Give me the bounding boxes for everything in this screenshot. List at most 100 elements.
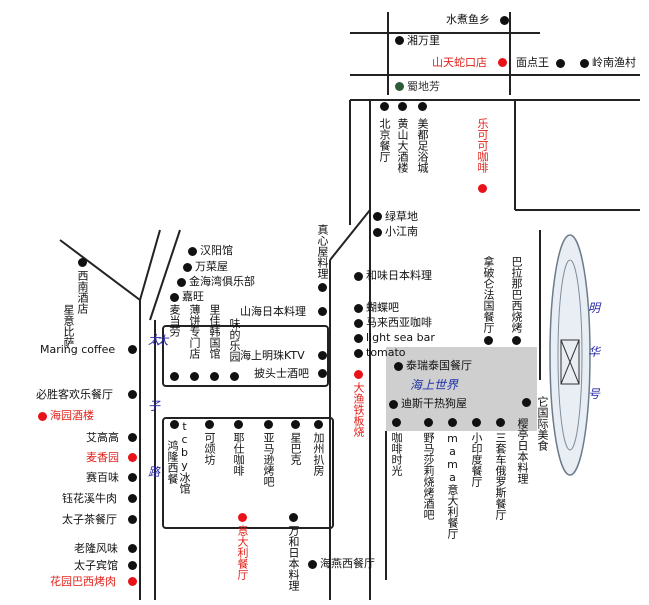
place-zhenxinwu[interactable]: 真心屋料理 bbox=[316, 224, 329, 279]
place-taizibinguan[interactable]: 太子宾馆 bbox=[74, 559, 118, 572]
place-hewei[interactable]: 和味日本料理 bbox=[366, 269, 432, 282]
ship-label-ming: 明 bbox=[588, 301, 601, 315]
road-diag1 bbox=[329, 209, 371, 261]
place-dot bbox=[78, 258, 87, 267]
place-saibaiwei[interactable]: 赛百味 bbox=[86, 471, 119, 484]
place-dot bbox=[354, 349, 363, 358]
place-weide[interactable]: 味的乐园 bbox=[228, 318, 241, 362]
place-dot bbox=[291, 420, 300, 429]
place-dot bbox=[389, 400, 398, 409]
place-dot bbox=[496, 418, 505, 427]
place-haishangming[interactable]: 海上明珠KTV bbox=[240, 349, 305, 362]
place-yamaxun[interactable]: 亚马逊烤吧 bbox=[262, 432, 275, 487]
place-wanhe[interactable]: 万和日本料理 bbox=[287, 525, 300, 591]
place-meidu[interactable]: 美都足浴城 bbox=[416, 118, 429, 173]
place-dayu[interactable]: 大渔铁板烧 bbox=[352, 382, 365, 437]
place-tomato[interactable]: tomato bbox=[366, 346, 406, 359]
place-dot bbox=[373, 212, 382, 221]
place-dot-red bbox=[498, 58, 507, 67]
place-dot bbox=[170, 293, 179, 302]
place-xingbake[interactable]: 星巴克 bbox=[289, 432, 302, 465]
place-xinanjiudian[interactable]: 西南酒店 bbox=[76, 270, 89, 314]
place-yema[interactable]: 野马莎莉烧烤酒吧 bbox=[422, 432, 435, 520]
place-lingnan[interactable]: 岭南渔村 bbox=[592, 56, 636, 69]
place-dot bbox=[580, 59, 589, 68]
place-shantian[interactable]: 山天蛇口店 bbox=[432, 56, 487, 69]
place-dot bbox=[289, 513, 298, 522]
place-dot bbox=[354, 272, 363, 281]
place-shuizhu[interactable]: 水煮鱼乡 bbox=[446, 13, 490, 26]
place-dot bbox=[128, 494, 137, 503]
place-xingyi[interactable]: 星意比萨 bbox=[62, 304, 75, 348]
place-honglong[interactable]: 鸿隆西餐 bbox=[166, 440, 179, 484]
place-dot bbox=[128, 544, 137, 553]
place-sanjiao[interactable]: 三套车俄罗斯餐厅 bbox=[494, 432, 507, 520]
place-dot bbox=[170, 420, 179, 429]
place-dot bbox=[314, 420, 323, 429]
place-kesong[interactable]: 可颂坊 bbox=[203, 432, 216, 465]
place-kafei[interactable]: 咖啡时光 bbox=[390, 432, 403, 476]
place-disi[interactable]: 迪斯干热狗屋 bbox=[401, 397, 467, 410]
place-jiazhou[interactable]: 加州扒房 bbox=[312, 432, 325, 476]
place-tairui[interactable]: 泰瑞泰国餐厅 bbox=[406, 359, 472, 372]
place-pitou[interactable]: 披头士酒吧 bbox=[254, 367, 309, 380]
place-dot bbox=[190, 372, 199, 381]
haishang-world-plaza bbox=[386, 347, 537, 431]
ship-label-hao: 号 bbox=[588, 387, 601, 401]
place-balana[interactable]: 巴拉那巴西烧烤 bbox=[510, 256, 523, 333]
place-tcby[interactable]: tcby冰馆 bbox=[178, 420, 191, 494]
place-malaixiya[interactable]: 马来西亚咖啡 bbox=[366, 316, 432, 329]
place-dot bbox=[395, 36, 404, 45]
place-dot bbox=[418, 102, 427, 111]
place-dot-red bbox=[478, 184, 487, 193]
place-dot-red bbox=[354, 370, 363, 379]
road-diag2 bbox=[149, 229, 181, 321]
place-beijing[interactable]: 北京餐厅 bbox=[378, 118, 391, 162]
place-huayuan[interactable]: 花园巴西烤肉 bbox=[50, 575, 116, 588]
place-yingting[interactable]: 樱亭日本料理 bbox=[516, 418, 529, 484]
place-maring[interactable]: Maring coffee bbox=[40, 343, 116, 356]
place-shanhai[interactable]: 山海日本料理 bbox=[240, 305, 306, 318]
place-dot bbox=[308, 560, 317, 569]
place-xiaojiangnan[interactable]: 小江南 bbox=[385, 225, 418, 238]
place-xiangwanli[interactable]: 湘万里 bbox=[407, 34, 440, 47]
place-miandianwang[interactable]: 面点王 bbox=[516, 56, 549, 69]
place-taizicha[interactable]: 太子茶餐厅 bbox=[62, 513, 117, 526]
road-label-tai: 太 bbox=[148, 333, 161, 347]
place-jiawang[interactable]: 嘉旺 bbox=[182, 290, 204, 303]
place-dot bbox=[318, 283, 327, 292]
road-label-lu: 路 bbox=[148, 465, 161, 479]
place-maidanglao[interactable]: 麦当劳 bbox=[168, 304, 181, 337]
place-lvcaodi[interactable]: 绿草地 bbox=[385, 210, 418, 223]
place-huangshan[interactable]: 黄山大酒楼 bbox=[396, 118, 409, 173]
place-hanyang[interactable]: 汉阳馆 bbox=[200, 244, 233, 257]
place-dot bbox=[512, 336, 521, 345]
place-lightsea[interactable]: light sea bar bbox=[366, 331, 435, 344]
place-laolong[interactable]: 老隆风味 bbox=[74, 542, 118, 555]
place-wancai[interactable]: 万菜屋 bbox=[195, 260, 228, 273]
place-mama[interactable]: mama意大利餐厅 bbox=[446, 432, 459, 539]
place-jinhaiwan[interactable]: 金海湾俱乐部 bbox=[189, 275, 255, 288]
place-lijia[interactable]: 里佳韩国馆 bbox=[208, 304, 221, 359]
place-dot bbox=[183, 263, 192, 272]
place-haiyuan[interactable]: 海园酒楼 bbox=[50, 409, 94, 422]
place-yeshi[interactable]: 耶仕咖啡 bbox=[232, 432, 245, 476]
place-dot bbox=[264, 420, 273, 429]
place-napolun[interactable]: 拿破仑法国餐厅 bbox=[482, 256, 495, 333]
place-haiyan[interactable]: 海燕西餐厅 bbox=[320, 557, 375, 570]
place-dot-red bbox=[238, 513, 247, 522]
place-lekeke[interactable]: 乐可可咖啡 bbox=[476, 118, 489, 173]
place-qita[interactable]: 它国际美食 bbox=[536, 396, 549, 451]
road-diag-left bbox=[59, 239, 141, 301]
place-bishengke[interactable]: 必胜客欢乐餐厅 bbox=[36, 388, 113, 401]
place-xiaoyindu[interactable]: 小印度餐厅 bbox=[470, 432, 483, 487]
place-maixiangyuan[interactable]: 麦香园 bbox=[86, 451, 119, 464]
place-dot bbox=[354, 319, 363, 328]
place-shudifang[interactable]: 蜀地芳 bbox=[407, 80, 440, 93]
place-hudie[interactable]: 蝴蝶吧 bbox=[366, 301, 399, 314]
place-dot bbox=[234, 420, 243, 429]
place-dingxi[interactable]: 钰花溪牛肉 bbox=[62, 492, 117, 505]
place-yidali[interactable]: 意大利餐厅 bbox=[236, 525, 249, 580]
place-aigaogao[interactable]: 艾高高 bbox=[86, 431, 119, 444]
place-baobing[interactable]: 薄饼专门店 bbox=[188, 304, 201, 359]
